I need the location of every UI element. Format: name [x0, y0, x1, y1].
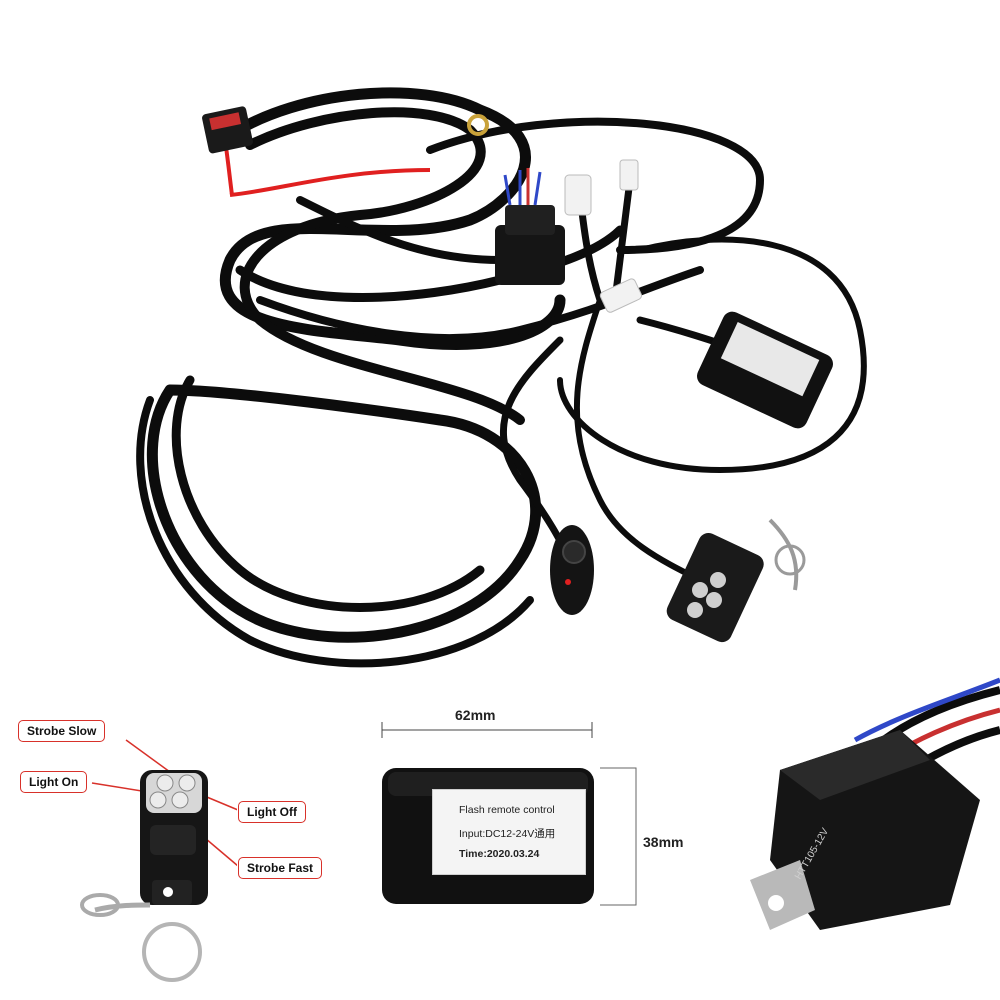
callout-strobe-fast: Strobe Fast	[238, 857, 323, 879]
relay-top	[495, 168, 565, 285]
remote-photo	[666, 518, 806, 643]
callout-strobe-slow: Strobe Slow	[18, 720, 106, 742]
push-switch	[550, 525, 594, 615]
sticker-line-1: Flash remote control	[459, 804, 555, 816]
remote-detail	[80, 739, 239, 982]
white-connectors	[564, 159, 642, 313]
controller-box-photo	[697, 311, 833, 429]
fuse-holder	[202, 106, 253, 154]
callout-light-off: Light Off	[238, 801, 306, 823]
callout-light-on: Light On	[20, 771, 88, 793]
relay-detail: HTT105-12V	[750, 677, 1000, 930]
sticker-line-2: Input:DC12-24V通用	[459, 828, 556, 840]
module-sticker: Flash remote control Input:DC12-24V通用 Ti…	[432, 789, 586, 875]
height-dimension-label: 38mm	[643, 834, 684, 850]
width-dimension-label: 62mm	[455, 707, 496, 723]
sticker-line-3: Time:2020.03.24	[459, 848, 540, 860]
